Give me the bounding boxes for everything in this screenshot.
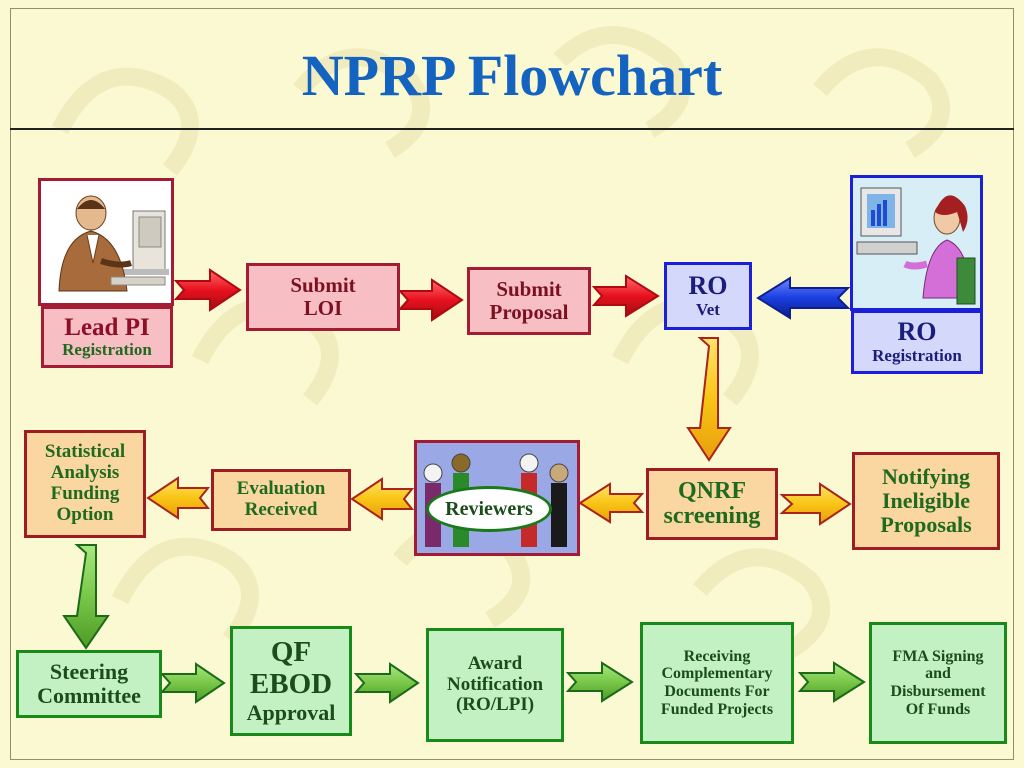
submit-loi-line2: LOI <box>303 296 343 320</box>
ro-picture <box>850 175 983 311</box>
award-line1: Award <box>467 652 523 674</box>
submit-loi-line1: Submit <box>290 272 356 297</box>
orange-arrow-down <box>686 337 732 462</box>
lead-pi-subtitle: Registration <box>62 340 152 360</box>
notifying-line2: Ineligible <box>881 487 970 513</box>
approval-line: Approval <box>246 699 336 725</box>
ro-vet-subtitle: Vet <box>696 299 720 319</box>
lead-pi-registration-box: Lead PI Registration <box>41 306 173 368</box>
notifying-line1: Notifying <box>882 463 970 489</box>
green-arrow-2 <box>353 662 420 704</box>
statistical-line3: Funding <box>50 483 120 504</box>
steering-line1: Steering <box>49 658 129 684</box>
red-arrow-3 <box>591 274 660 318</box>
notifying-ineligible-box: Notifying Ineligible Proposals <box>852 452 1000 550</box>
slide-frame <box>10 8 1014 760</box>
statistical-line4: Option <box>56 503 114 525</box>
orange-arrow-to-reviewers <box>578 482 645 524</box>
green-arrow-3 <box>565 661 634 703</box>
ro-registration-subtitle: Registration <box>872 345 962 365</box>
qf-ebod-approval-box: QF EBOD Approval <box>230 626 352 736</box>
fma-line3: Disbursement <box>890 683 986 700</box>
lead-pi-picture <box>38 178 174 306</box>
award-line2: Notification <box>446 673 544 695</box>
green-arrow-4 <box>797 661 866 703</box>
statistical-line2: Analysis <box>50 462 120 484</box>
evaluation-line1: Evaluation <box>236 478 326 500</box>
qnrf-line1: QNRF <box>678 477 746 504</box>
green-arrow-1 <box>159 662 226 704</box>
ro-vet-title: RO <box>688 271 728 301</box>
title-divider <box>10 128 1014 130</box>
submit-proposal-line1: Submit <box>496 276 562 301</box>
evaluation-line2: Received <box>244 499 318 520</box>
red-arrow-2 <box>397 278 464 322</box>
fma-signing-box: FMA Signing and Disbursement Of Funds <box>869 622 1007 744</box>
orange-arrow-to-evaluation <box>350 477 415 521</box>
ro-registration-box: RO Registration <box>851 310 983 374</box>
orange-arrow-to-notifying <box>779 482 852 526</box>
submit-proposal-line2: Proposal <box>489 300 569 324</box>
fma-line2: and <box>925 665 951 683</box>
blue-arrow <box>756 276 851 320</box>
award-notification-box: Award Notification (RO/LPI) <box>426 628 564 742</box>
woman-at-computer-icon <box>853 178 980 308</box>
orange-arrow-to-statistical <box>146 476 211 520</box>
submit-loi-box: Submit LOI <box>246 263 400 331</box>
qnrf-line2: screening <box>663 503 761 529</box>
evaluation-received-box: Evaluation Received <box>211 469 351 531</box>
receiving-line1: Receiving <box>683 647 751 665</box>
ebod-line: EBOD <box>249 667 333 700</box>
receiving-line4: Funded Projects <box>660 700 774 718</box>
statistical-analysis-box: Statistical Analysis Funding Option <box>24 430 146 538</box>
qnrf-screening-box: QNRF screening <box>646 468 778 540</box>
red-arrow-1 <box>173 268 242 312</box>
statistical-line1: Statistical <box>44 441 126 463</box>
fma-line1: FMA Signing <box>892 647 984 665</box>
ro-registration-title: RO <box>897 317 937 347</box>
ro-vet-box: RO Vet <box>664 262 752 330</box>
submit-proposal-box: Submit Proposal <box>467 267 591 335</box>
receiving-documents-box: Receiving Complementary Documents For Fu… <box>640 622 794 744</box>
lead-pi-title: Lead PI <box>64 313 150 341</box>
qf-line: QF <box>270 636 312 669</box>
page-title: NPRP Flowchart <box>301 43 723 108</box>
green-arrow-down <box>62 544 110 650</box>
steering-line2: Committee <box>37 683 141 708</box>
receiving-line3: Documents For <box>664 683 770 700</box>
notifying-line3: Proposals <box>880 512 972 538</box>
receiving-line2: Complementary <box>661 665 773 683</box>
man-at-computer-icon <box>58 195 169 292</box>
award-line3: (RO/LPI) <box>455 694 535 716</box>
fma-line4: Of Funds <box>905 700 971 718</box>
reviewers-label: Reviewers <box>426 486 552 532</box>
steering-committee-box: Steering Committee <box>16 650 162 718</box>
